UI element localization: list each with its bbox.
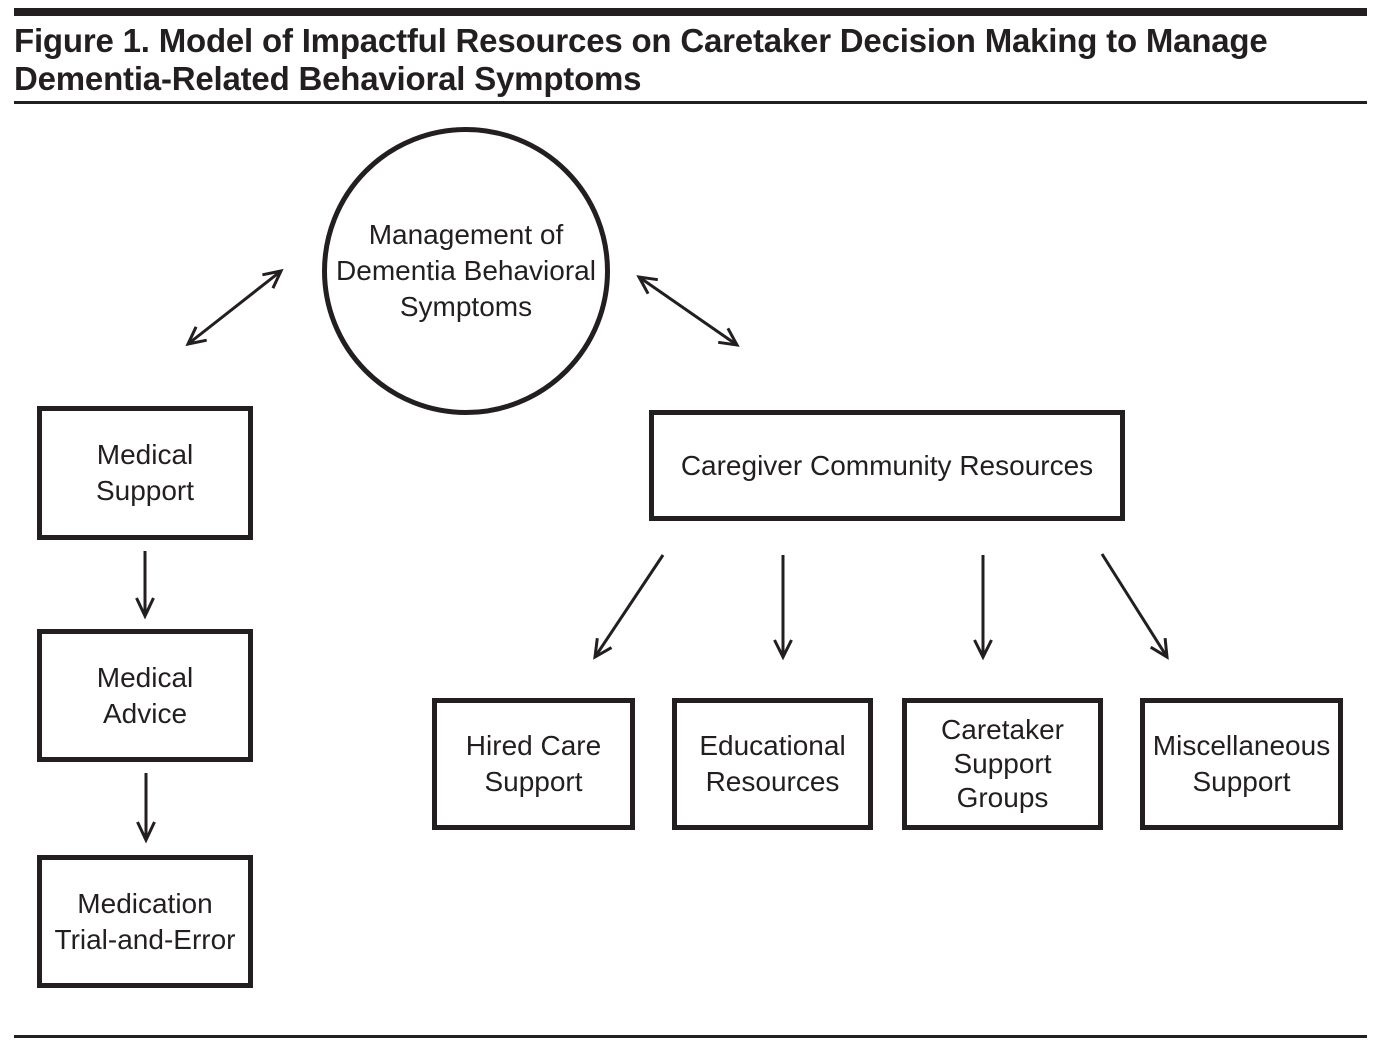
node-caregiver-community-resources: Caregiver Community Resources [649,410,1125,521]
title-underline-rule [14,101,1367,104]
node-label: Miscellaneous Support [1152,730,1331,797]
node-caretaker-support-groups: Caretaker Support Groups [902,698,1103,830]
node-label: Medical Support [95,439,195,506]
node-medication-trial-and-error: Medication Trial-and-Error [37,855,253,988]
node-medical-advice: Medical Advice [37,629,253,762]
node-management-of-dementia-behavioral-symptoms: Management of Dementia Behavioral Sympto… [322,127,610,415]
title-top-bar [14,8,1367,16]
node-label: Medical Advice [96,661,194,729]
node-educational-resources: Educational Resources [672,698,873,830]
node-medical-support: Medical Support [37,406,253,540]
edge-caregiver-educational [773,555,793,661]
edge-medical-support-medical-advice [135,551,155,620]
node-label: Management of Dementia Behavioral Sympto… [336,219,596,322]
node-label: Hired Care Support [465,730,602,797]
node-label: Medication Trial-and-Error [54,887,236,955]
node-label: Caregiver Community Resources [680,449,1094,481]
node-label: Caretaker Support Groups [941,714,1064,813]
node-label: Educational Resources [699,730,846,797]
edge-caregiver-caretaker-groups [973,555,993,661]
edge-management-medical-support [185,268,284,347]
bottom-rule [14,1035,1367,1038]
edge-caregiver-hired-care [593,554,665,660]
edge-medical-advice-medication-trial [136,773,156,844]
node-hired-care-support: Hired Care Support [432,698,635,830]
figure-title: Figure 1. Model of Impactful Resources o… [14,22,1268,97]
edge-caregiver-misc-support [1100,553,1169,660]
node-miscellaneous-support: Miscellaneous Support [1140,698,1343,830]
edge-management-caregiver-resources [636,275,740,347]
